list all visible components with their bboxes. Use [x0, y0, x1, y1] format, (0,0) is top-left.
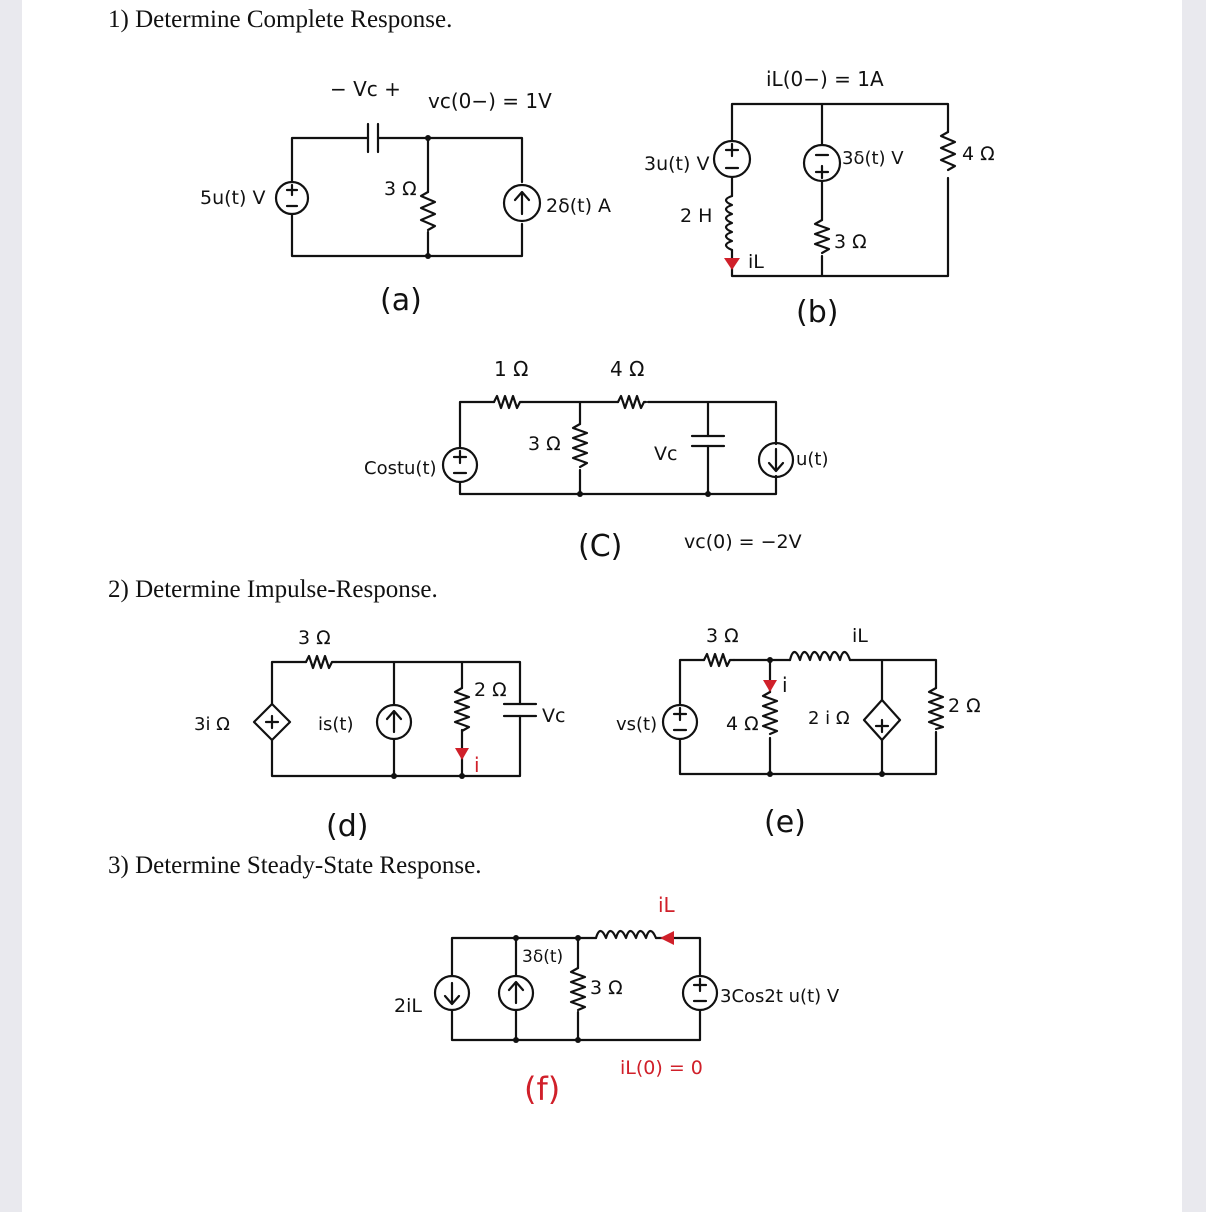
- voltage-source-f: [681, 974, 719, 1012]
- circuit-c: 1 Ω 4 Ω 3 Ω Vc Costu(t) u(t) (C) vc(0) =…: [364, 357, 829, 564]
- caption-b: (b): [796, 295, 838, 330]
- current-source-c: [757, 441, 795, 479]
- dep-source-label-d: 3i Ω: [194, 714, 230, 735]
- inductor-b: [724, 194, 734, 252]
- r3-label-e: 2 Ω: [948, 695, 981, 717]
- vc-label-d: Vc: [542, 705, 565, 727]
- caption-a: (a): [380, 283, 422, 318]
- r2-label-c: 4 Ω: [610, 357, 644, 381]
- voltage-source-label-f: 3Cos2t u(t) V: [720, 986, 840, 1007]
- resistor-b1: [813, 218, 831, 255]
- r2-label-d: 2 Ω: [474, 679, 507, 701]
- inductor-f: [594, 929, 658, 940]
- resistor-b2: [939, 130, 957, 172]
- resistor-label-a: 3 Ω: [384, 178, 417, 200]
- dependent-source-d: [252, 702, 292, 742]
- circuit-a: − Vc + vc(0−) = 1V 5u(t) V 3 Ω 2δ(t) A (…: [200, 77, 611, 318]
- heading-steady-state-response: 3) Determine Steady-State Response.: [108, 852, 482, 879]
- capacitor-c: [690, 434, 726, 448]
- il-label-b: iL: [748, 251, 764, 273]
- i-arrow-e: [763, 680, 777, 692]
- i-label-d: i: [474, 753, 480, 777]
- capacitor-a: [366, 122, 380, 154]
- vc-label-c: Vc: [654, 443, 677, 465]
- voltage-source-b2: [802, 143, 842, 183]
- source-label-a: 5u(t) V: [200, 187, 265, 209]
- caption-c: (C): [578, 529, 622, 564]
- resistor-label-f: 3 Ω: [590, 977, 623, 999]
- current-source-a: [502, 183, 542, 223]
- resistor-f: [569, 966, 587, 1012]
- resistor2-label-b: 4 Ω: [962, 143, 995, 165]
- voltage-source-e: [661, 703, 699, 741]
- voltage-source-c: [441, 446, 479, 484]
- document-page: 1) Determine Complete Response. 2) Deter…: [22, 0, 1182, 1212]
- capacitor-d: [502, 702, 538, 718]
- source-label-e: vs(t): [616, 714, 657, 735]
- voltage-source-a: [274, 180, 310, 216]
- inductor-label-b: 2 H: [680, 205, 712, 227]
- caption-f: (f): [524, 1070, 560, 1108]
- resistor-a: [419, 190, 437, 232]
- current-source-f: [497, 974, 535, 1012]
- current-source-label-f: 3δ(t): [522, 947, 563, 967]
- current-source-label-a: 2δ(t) A: [546, 195, 611, 217]
- r3-label-c: 3 Ω: [528, 433, 561, 455]
- initial-condition-c: vc(0) = −2V: [684, 531, 802, 553]
- source2-label-b: 3δ(t) V: [842, 148, 904, 169]
- circuit-e: 3 Ω vs(t) 4 Ω i iL 2 i Ω 2 Ω (e): [616, 625, 981, 840]
- circuit-d: 3 Ω 3i Ω is(t) 2 Ω i Vc (d): [194, 627, 565, 844]
- r1-label-c: 1 Ω: [494, 357, 528, 381]
- caption-e: (e): [764, 805, 806, 840]
- voltage-source-b1: [712, 139, 752, 179]
- caption-d: (d): [326, 809, 368, 844]
- dep-source-label-e: 2 i Ω: [808, 708, 850, 729]
- initial-condition-f: iL(0) = 0: [620, 1057, 703, 1079]
- il-arrow-f: [660, 931, 674, 945]
- current-source-label-c: u(t): [796, 449, 829, 470]
- resistor-e1: [702, 652, 736, 668]
- resistor-c2: [616, 394, 648, 410]
- i-arrow-d: [455, 748, 469, 760]
- circuit-f: 2iL 3δ(t) iL 3 Ω 3Cos2t u(t) V (f) iL(0)…: [394, 893, 840, 1108]
- initial-condition-b: iL(0−) = 1A: [766, 67, 884, 91]
- resistor-d2: [453, 686, 471, 733]
- r1-label-d: 3 Ω: [298, 627, 331, 649]
- il-label-f: iL: [658, 893, 676, 917]
- il-label-e: iL: [852, 625, 868, 647]
- resistor-c1: [492, 394, 524, 410]
- source1-label-b: 3u(t) V: [644, 153, 709, 175]
- resistor-e3: [927, 686, 945, 731]
- dep-source-label-f: 2iL: [394, 995, 422, 1017]
- heading-impulse-response: 2) Determine Impulse-Response.: [108, 576, 438, 603]
- dependent-current-source-f: [433, 974, 471, 1012]
- il-arrow-b: [724, 258, 740, 270]
- resistor-e2: [761, 690, 779, 736]
- cap-voltage-label-a: − Vc +: [330, 77, 401, 101]
- inductor-e: [788, 650, 852, 662]
- i-label-e: i: [782, 673, 788, 697]
- current-source-label-d: is(t): [318, 714, 353, 735]
- resistor-c3: [571, 422, 589, 469]
- dependent-source-e: [862, 698, 902, 742]
- resistor1-label-b: 3 Ω: [834, 231, 867, 253]
- circuit-b: iL(0−) = 1A 3u(t) V 2 H iL 3δ(t) V 3 Ω 4…: [644, 67, 995, 330]
- resistor-d1: [304, 654, 338, 670]
- heading-complete-response: 1) Determine Complete Response.: [108, 6, 453, 33]
- initial-condition-a: vc(0−) = 1V: [428, 89, 552, 113]
- source-label-c: Costu(t): [364, 458, 437, 479]
- r2-label-e: 4 Ω: [726, 713, 759, 735]
- current-source-d: [375, 703, 413, 741]
- r1-label-e: 3 Ω: [706, 625, 739, 647]
